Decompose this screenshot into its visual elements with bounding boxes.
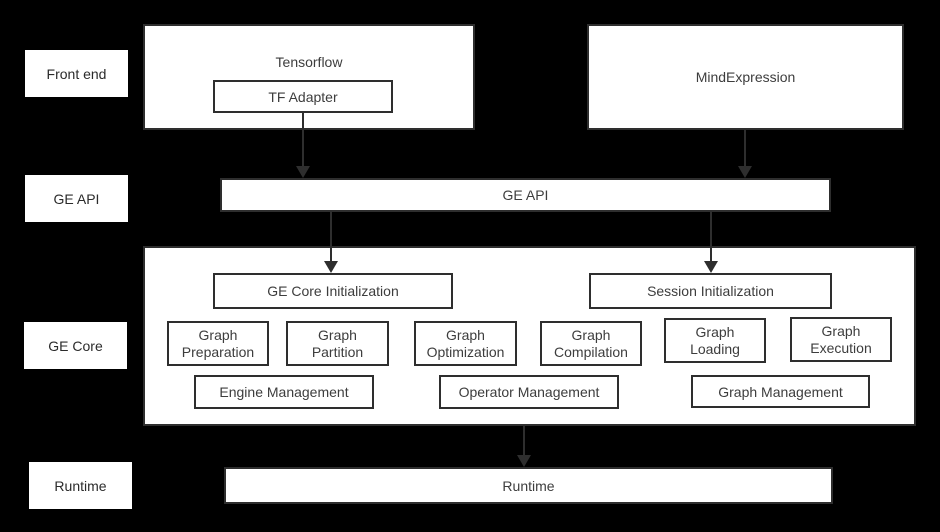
graph-partition-line1: Graph — [318, 326, 357, 343]
graph-partition-line2: Partition — [311, 343, 364, 360]
ge-core-initialization-box: GE Core Initialization — [213, 273, 453, 309]
graph-loading-box: Graph Loading — [664, 318, 766, 363]
tier-label-ge-core: GE Core — [24, 322, 127, 369]
graph-compilation-line2: Compilation — [554, 343, 628, 360]
graph-execution-line2: Execution — [810, 339, 872, 356]
graph-loading-line2: Loading — [690, 340, 740, 357]
runtime-bar: Runtime — [224, 467, 833, 504]
arrow-ge-core-to-runtime — [517, 426, 531, 467]
tf-adapter-box: TF Adapter — [213, 80, 393, 113]
graph-preparation-line1: Graph — [198, 326, 238, 343]
graph-loading-line1: Graph — [695, 323, 735, 340]
graph-optimization-line2: Optimization — [426, 343, 505, 360]
tensorflow-box: Tensorflow TF Adapter — [143, 24, 475, 130]
tier-label-ge-api: GE API — [25, 175, 128, 222]
ge-core-box: GE Core Initialization Session Initializ… — [143, 246, 916, 426]
graph-compilation-box: Graph Compilation — [540, 321, 642, 366]
graph-preparation-box: Graph Preparation — [167, 321, 269, 366]
arrow-mindexpression-to-ge-api — [738, 130, 752, 178]
graph-execution-box: Graph Execution — [790, 317, 892, 362]
graph-optimization-line1: Graph — [446, 326, 485, 343]
arrow-ge-api-to-session-initialization — [704, 212, 718, 273]
graph-compilation-line1: Graph — [571, 326, 611, 343]
operator-management-box: Operator Management — [439, 375, 619, 409]
graph-preparation-line2: Preparation — [181, 343, 255, 360]
session-initialization-box: Session Initialization — [589, 273, 832, 309]
tensorflow-label: Tensorflow — [275, 54, 343, 70]
engine-management-box: Engine Management — [194, 375, 374, 409]
graph-partition-box: Graph Partition — [286, 321, 389, 366]
tier-label-runtime: Runtime — [29, 462, 132, 509]
tier-label-front-end: Front end — [25, 50, 128, 97]
graph-management-box: Graph Management — [691, 375, 870, 408]
arrow-tf-adapter-to-ge-api — [296, 113, 310, 178]
graph-execution-line1: Graph — [821, 322, 861, 339]
graph-optimization-box: Graph Optimization — [414, 321, 517, 366]
mindexpression-box: MindExpression — [587, 24, 904, 130]
arrow-ge-api-to-ge-core-initialization — [324, 212, 338, 273]
ge-api-bar: GE API — [220, 178, 831, 212]
